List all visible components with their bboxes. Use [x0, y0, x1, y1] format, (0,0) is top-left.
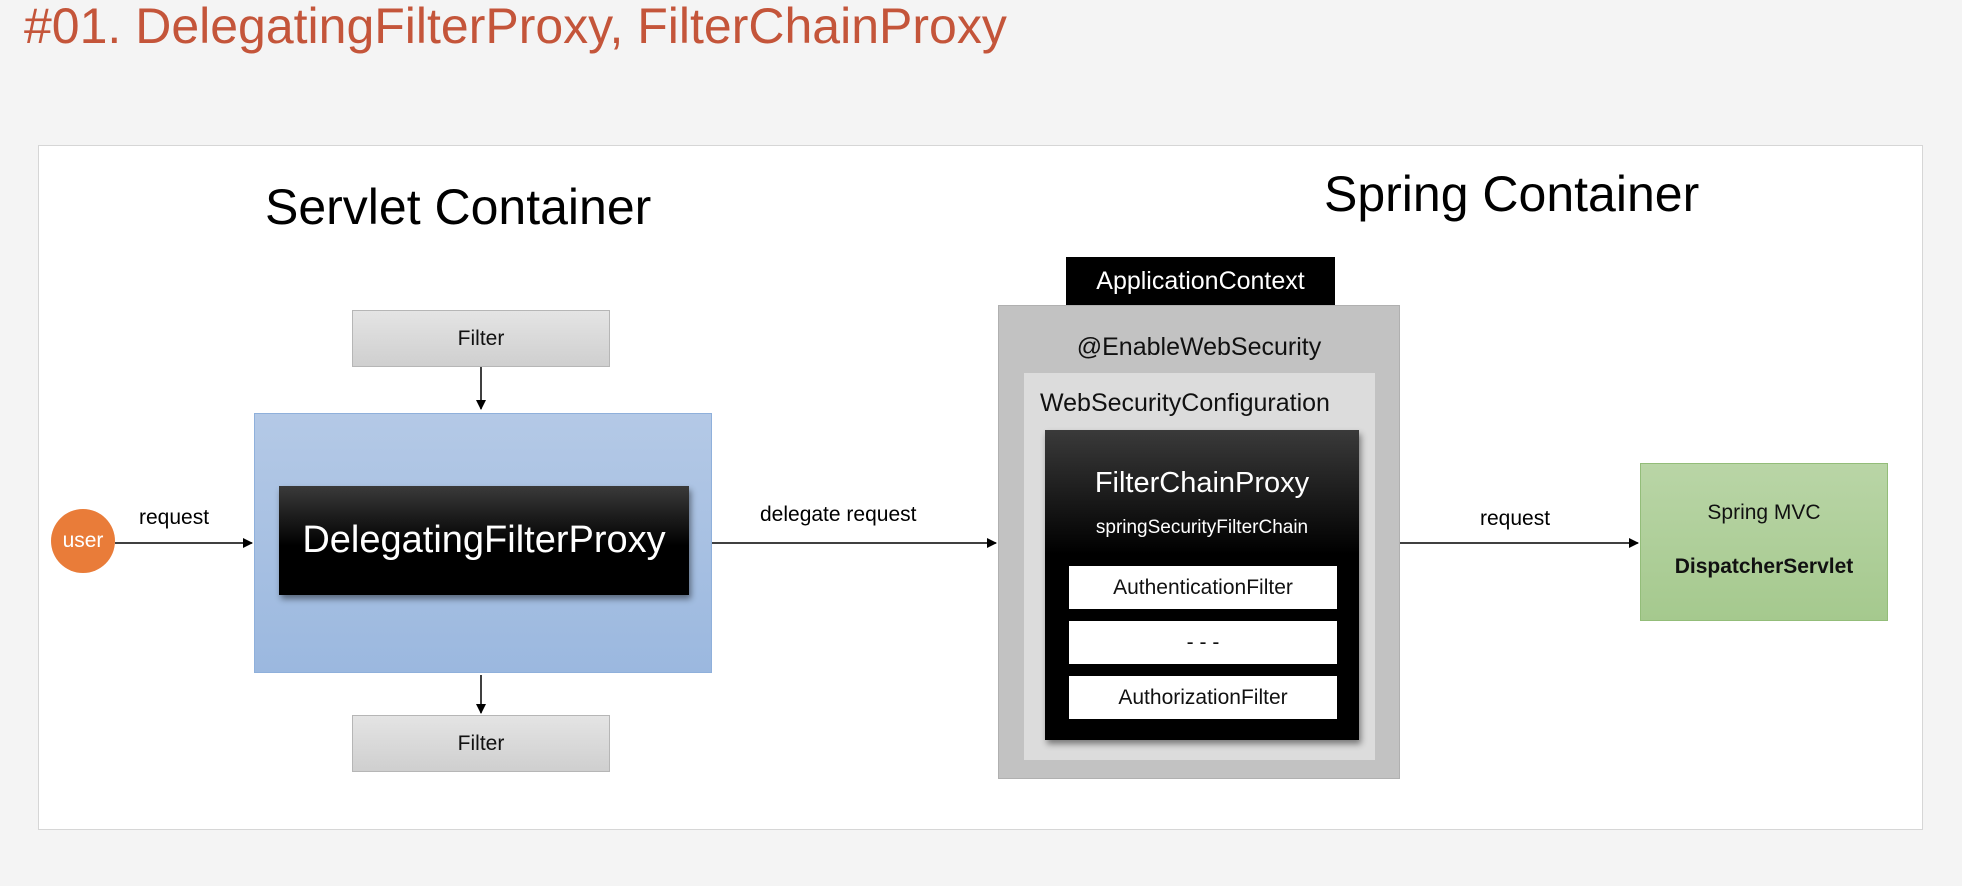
application-context-tab: ApplicationContext [1066, 257, 1335, 305]
delegate-request-label: delegate request [760, 503, 917, 526]
filter-chain-bean-label: springSecurityFilterChain [1095, 517, 1309, 538]
ellipsis-filter-box: - - - [1069, 621, 1337, 664]
delegating-filter-proxy-box: DelegatingFilterProxy [279, 486, 689, 595]
enable-web-security-label: @EnableWebSecurity [1076, 332, 1322, 361]
web-security-configuration-label: WebSecurityConfiguration [1040, 389, 1330, 417]
authentication-filter-box: AuthenticationFilter [1069, 566, 1337, 609]
spring-mvc-box: Spring MVC DispatcherServlet [1640, 463, 1888, 621]
user-circle: user [51, 509, 115, 573]
spring-container-title: Spring Container [1324, 166, 1700, 222]
request-label-mvc: request [1480, 507, 1551, 530]
dispatcher-servlet-label: DispatcherServlet [1674, 555, 1854, 578]
spring-mvc-label: Spring MVC [1707, 501, 1821, 524]
servlet-container-title: Servlet Container [265, 179, 652, 235]
page-title: #01. DelegatingFilterProxy, FilterChainP… [24, 0, 1007, 54]
filter-box-top: Filter [352, 310, 610, 367]
filter-box-bottom: Filter [352, 715, 610, 772]
filter-chain-proxy-title: FilterChainProxy [1094, 466, 1310, 499]
request-label-user: request [139, 506, 210, 529]
authorization-filter-box: AuthorizationFilter [1069, 676, 1337, 719]
